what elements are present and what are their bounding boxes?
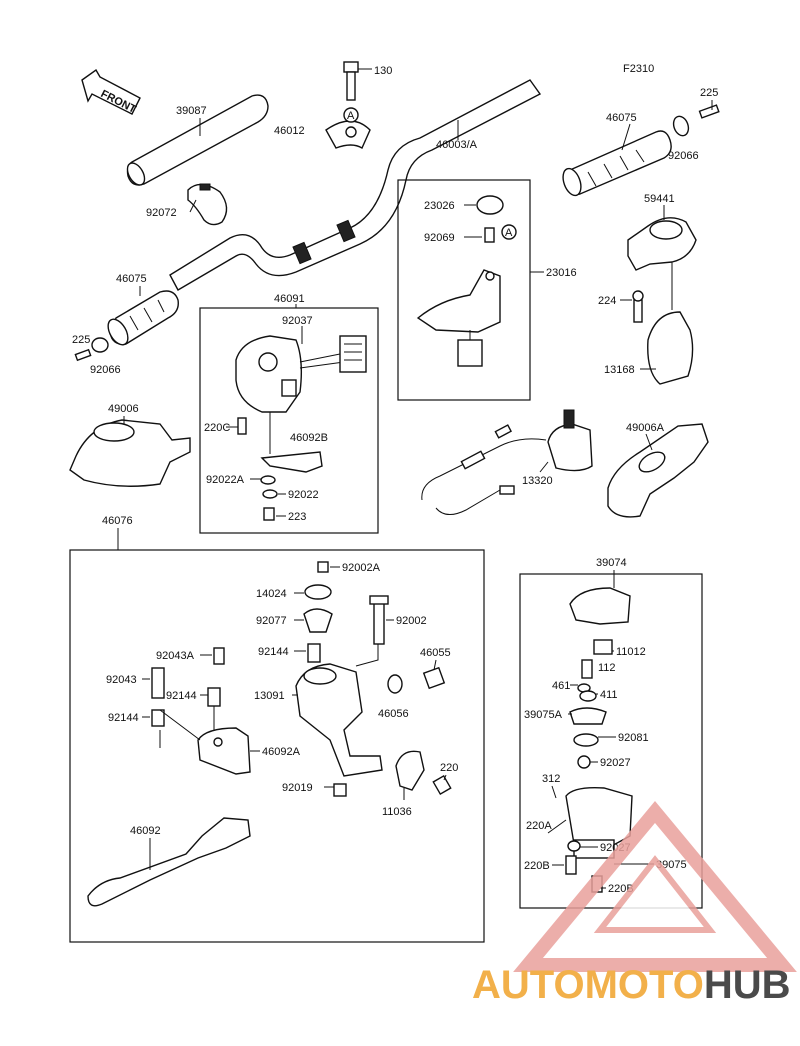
handlebar xyxy=(169,79,542,291)
right-hand-guard xyxy=(607,423,709,518)
callout-label: 92002 xyxy=(396,615,427,627)
callout-label: 92022 xyxy=(288,489,319,501)
right-grip xyxy=(562,104,720,197)
callout-label: 92144 xyxy=(166,690,197,702)
callout-label: 46091 xyxy=(274,293,305,305)
callout-label: 225 xyxy=(700,87,718,99)
callout-label: 23026 xyxy=(424,200,455,212)
switch-assembly-box xyxy=(199,307,379,534)
callout-label: 46075 xyxy=(606,112,637,124)
callout-label: 223 xyxy=(288,511,306,523)
svg-text:A: A xyxy=(505,227,513,239)
callout-label: 92066 xyxy=(668,150,699,162)
callout-label: 92081 xyxy=(618,732,649,744)
clutch-lever-assembly-box xyxy=(69,549,485,943)
callout-label: 39087 xyxy=(176,105,207,117)
bracket-assembly-box xyxy=(397,179,531,401)
callout-label: 14024 xyxy=(256,588,287,600)
master-cylinder-parts xyxy=(565,587,633,893)
leader-lines xyxy=(117,100,713,889)
callout-label: 225 xyxy=(72,334,90,346)
callout-label: 130 xyxy=(374,65,392,77)
callout-label: 92037 xyxy=(282,315,313,327)
diagram-code: F2310 xyxy=(623,63,654,75)
callout-label: 92043 xyxy=(106,674,137,686)
callout-label: 220A xyxy=(526,820,552,832)
callout-label: 46092B xyxy=(290,432,328,444)
callout-label: 46012 xyxy=(274,125,305,137)
throttle-bracket xyxy=(416,195,504,367)
callout-label: 11012 xyxy=(616,646,646,658)
callout-label: 13320 xyxy=(522,475,553,487)
callout-label: 39074 xyxy=(596,557,627,569)
watermark-text-part2: HUB xyxy=(704,963,791,1007)
clutch-lever-parts xyxy=(87,561,452,907)
callout-label: 92144 xyxy=(108,712,139,724)
callout-label: 49006 xyxy=(108,403,139,415)
callout-label: 59441 xyxy=(644,193,675,205)
callout-labels: 130 39087 46012 46003/A 225 46075 92066 … xyxy=(72,65,718,895)
callout-label: 13091 xyxy=(254,690,285,702)
callout-label: 220B xyxy=(524,860,550,872)
reference-marker: A xyxy=(343,107,359,123)
callout-label: 49006A xyxy=(626,422,665,434)
callout-label: 461 xyxy=(552,680,570,692)
watermark-text-part1: AUTOMOTO xyxy=(472,963,704,1007)
callout-label: 411 xyxy=(600,689,618,701)
callout-label: 46055 xyxy=(420,647,451,659)
left-hand-guard xyxy=(69,419,191,487)
callout-label: 92019 xyxy=(282,782,313,794)
callout-label: 92069 xyxy=(424,232,455,244)
callout-label: 11036 xyxy=(382,806,412,818)
callout-label: 92144 xyxy=(258,646,289,658)
watermark-logo xyxy=(513,801,797,972)
switch-cable xyxy=(421,409,593,515)
callout-label: 23016 xyxy=(546,267,577,279)
callout-label: 46076 xyxy=(102,515,133,527)
pad-strap xyxy=(187,183,228,226)
callout-label: 312 xyxy=(542,773,560,785)
master-cylinder-assembly-box xyxy=(519,573,703,909)
callout-label: 92072 xyxy=(146,207,177,219)
callout-label: 224 xyxy=(598,295,616,307)
callout-label: 220 xyxy=(440,762,458,774)
handlebar-clamp xyxy=(325,61,372,150)
watermark-text: AUTOMOTOHUB xyxy=(472,963,791,1007)
left-grip xyxy=(74,290,179,362)
callout-label: 13168 xyxy=(604,364,635,376)
callout-label: 92077 xyxy=(256,615,287,627)
callout-label: 46075 xyxy=(116,273,147,285)
callout-label: 220C xyxy=(204,422,230,434)
callout-label: 112 xyxy=(598,662,616,674)
callout-label: 46003/A xyxy=(436,139,478,151)
callout-label: 92022A xyxy=(206,474,245,486)
throttle-housing xyxy=(627,217,697,385)
reference-marker: A xyxy=(501,224,517,240)
callout-label: 39075A xyxy=(524,709,563,721)
callout-label: 92066 xyxy=(90,364,121,376)
callout-label: 92002A xyxy=(342,562,381,574)
callout-label: 46092 xyxy=(130,825,161,837)
svg-text:A: A xyxy=(347,110,355,122)
callout-label: 92027 xyxy=(600,757,631,769)
left-switch-housing xyxy=(235,335,367,521)
front-arrow-icon: FRONT xyxy=(81,68,141,116)
callout-label: 46056 xyxy=(378,708,409,720)
callout-label: 92043A xyxy=(156,650,195,662)
callout-label: 46092A xyxy=(262,746,301,758)
handlebar-pad xyxy=(126,94,269,186)
